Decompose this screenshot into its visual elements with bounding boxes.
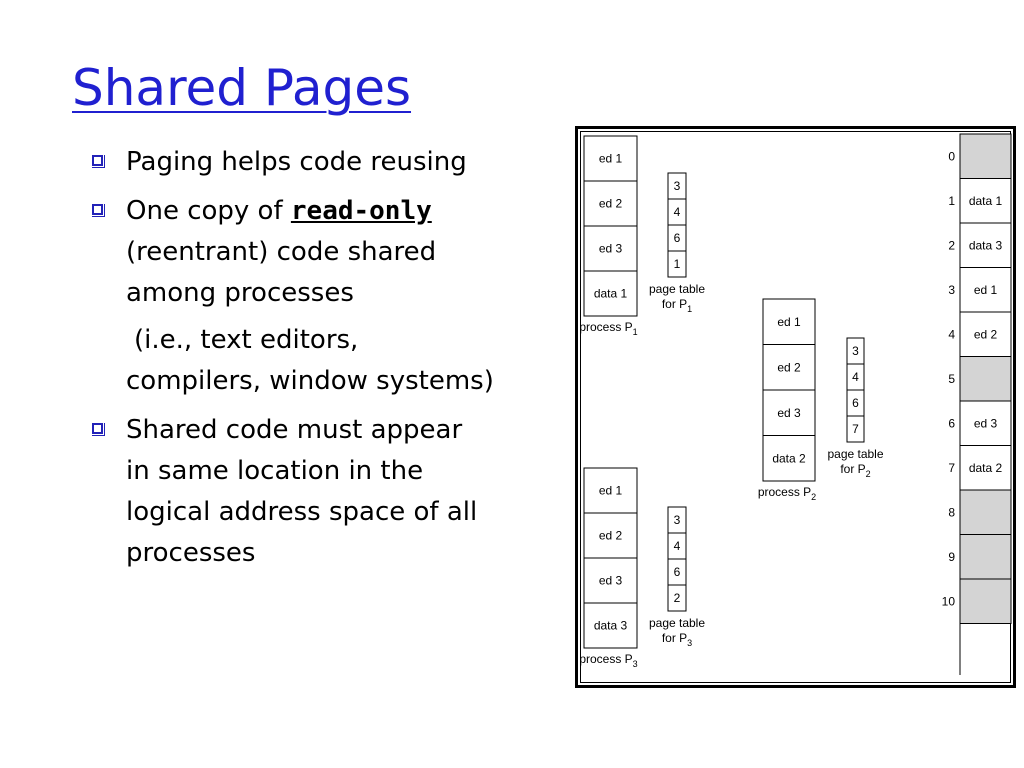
- page-table-p1-label-line1: page table: [649, 282, 705, 296]
- page-table-p1-label-line2: for P1: [662, 297, 692, 314]
- memory-frame-index: 4: [948, 327, 955, 341]
- process-p2-page-label: ed 1: [777, 315, 801, 329]
- page-table-p3-entry: 4: [674, 539, 681, 553]
- memory-frame-content: ed 2: [974, 327, 998, 341]
- memory-frame-content: data 2: [969, 461, 1003, 475]
- process-p3-page-label: ed 2: [599, 529, 623, 543]
- bullet-line: in same location in the: [126, 456, 424, 486]
- memory-frame-content: data 1: [969, 194, 1003, 208]
- memory-frame-index: 0: [948, 149, 955, 163]
- square-bullet-icon: [92, 155, 105, 168]
- process-p3-page-cell: [583, 512, 638, 559]
- process-p3-page-cell: [583, 467, 638, 514]
- memory-frame-index: 2: [948, 238, 955, 252]
- process-p1-page-cell: [583, 225, 638, 272]
- bullet-line: logical address space of all: [126, 497, 478, 527]
- process-p3-label: process P3: [579, 652, 637, 669]
- page-table-p2-entry: 3: [852, 344, 859, 358]
- page-table-p1-entry: 1: [674, 257, 681, 271]
- memory-frame-index: 1: [948, 194, 955, 208]
- process-p1-label: process P1: [579, 320, 637, 337]
- process-p1-page-cell: [583, 180, 638, 227]
- page-table-p3-label-line1: page table: [649, 616, 705, 630]
- memory-frame-content: ed 3: [974, 416, 998, 430]
- bullet-line: Shared code must appear: [126, 415, 463, 445]
- bullet-item: Shared code must appear in same location…: [90, 410, 568, 574]
- square-bullet-icon: [92, 423, 105, 436]
- memory-frame-index: 7: [948, 461, 955, 475]
- page-table-p1-entry: 3: [674, 179, 681, 193]
- page-table-p1-entry-cell: [667, 250, 687, 278]
- memory-frame: [959, 311, 1012, 357]
- page-table-p2-entry: 7: [852, 422, 859, 436]
- process-p2-page-label: data 2: [772, 451, 806, 465]
- memory-frame: [959, 178, 1012, 224]
- memory-frame: [959, 267, 1012, 313]
- bullet-line: One copy of read-only: [126, 191, 568, 232]
- memory-frame-index: 3: [948, 283, 955, 297]
- bullet-item: Paging helps code reusing: [90, 142, 568, 183]
- memory-frame-index: 5: [948, 372, 955, 386]
- page-table-p1-entry: 6: [674, 231, 681, 245]
- page-table-p2-label-line1: page table: [827, 447, 883, 461]
- bullet-list: Paging helps code reusing One copy of re…: [90, 142, 568, 582]
- square-bullet-icon: [92, 204, 105, 217]
- bullet-line: processes: [126, 538, 256, 568]
- memory-frame-index: 6: [948, 416, 955, 430]
- memory-frame-index: 10: [942, 594, 956, 608]
- memory-frame-index: 9: [948, 550, 955, 564]
- memory-frame: [959, 489, 1012, 535]
- page-table-p2-entry: 6: [852, 396, 859, 410]
- process-p2-page-label: ed 3: [777, 406, 801, 420]
- process-p1-page-cell: [583, 270, 638, 317]
- page-table-p3-entry: 3: [674, 513, 681, 527]
- memory-frame: [959, 578, 1012, 624]
- page-table-p3-entry: 2: [674, 591, 681, 605]
- shared-pages-diagram: ed 1 ed 2 ed 3 data 1 process P1 3 4 6 1 page tab…: [575, 126, 1016, 688]
- page-table-p1-entry: 4: [674, 205, 681, 219]
- bullet-line: (reentrant) code shared: [126, 237, 437, 267]
- memory-frame-index: 8: [948, 505, 955, 519]
- bullet-line: compilers, window systems): [126, 366, 494, 396]
- bullet-line: (i.e., text editors,: [134, 325, 359, 355]
- process-p2-page-label: ed 2: [777, 360, 801, 374]
- process-p3-page-label: ed 3: [599, 574, 623, 588]
- bullet-line: among processes: [126, 278, 354, 308]
- process-p3-page-label: data 3: [594, 619, 628, 633]
- slide-title: Shared Pages: [72, 59, 412, 117]
- bullet-item: One copy of read-only (reentrant) code s…: [90, 191, 568, 402]
- memory-frame-content: ed 1: [974, 283, 998, 297]
- page-table-p2-entry: 4: [852, 370, 859, 384]
- process-p3-page-label: ed 1: [599, 484, 623, 498]
- process-p1-page-label: data 1: [594, 287, 628, 301]
- process-p1-page-label: ed 1: [599, 152, 623, 166]
- page-table-p2-entry-cell: [846, 415, 865, 443]
- process-p3-page-cell: [583, 557, 638, 604]
- process-p2-page-cell: [762, 389, 816, 436]
- emphasis-read-only: read-only: [290, 196, 432, 226]
- process-p1-page-cell: [583, 135, 638, 182]
- memory-frame: [959, 445, 1012, 491]
- page-table-p2-label-line2: for P2: [840, 462, 870, 479]
- bullet-text: One copy of: [126, 196, 291, 226]
- memory-frame: [959, 222, 1012, 268]
- page-table-p3-label-line2: for P3: [662, 631, 692, 648]
- diagram-canvas: ed 1 ed 2 ed 3 data 1 process P1 3 4 6 1 page tab…: [579, 133, 1012, 675]
- page-table-p3-entry-cell: [667, 584, 687, 612]
- process-p3-page-cell: [583, 602, 638, 649]
- process-p2-page-cell: [762, 435, 816, 482]
- bullet-line: Paging helps code reusing: [126, 147, 467, 177]
- memory-frame-content: data 3: [969, 238, 1003, 252]
- memory-frame: [959, 356, 1012, 402]
- page-table-p3-entry: 6: [674, 565, 681, 579]
- memory-frame: [959, 133, 1012, 179]
- process-p1-page-label: ed 2: [599, 197, 623, 211]
- process-p1-page-label: ed 3: [599, 242, 623, 256]
- memory-frame: [959, 534, 1012, 580]
- process-p2-label: process P2: [758, 485, 816, 502]
